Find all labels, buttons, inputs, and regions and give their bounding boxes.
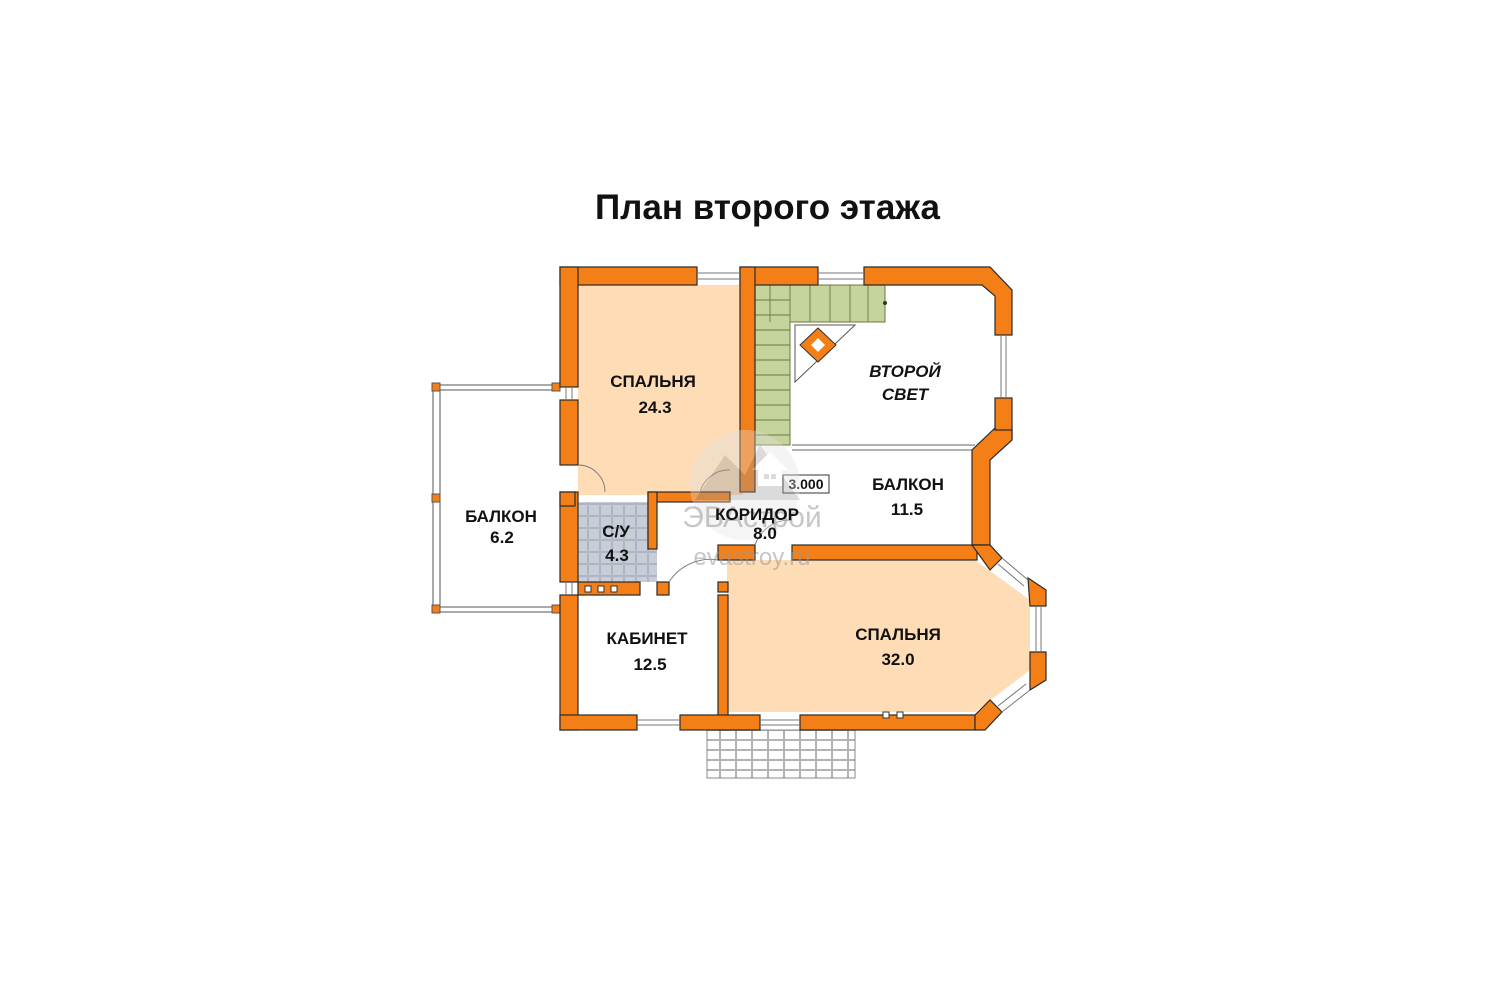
windows bbox=[565, 272, 1042, 726]
balcony-right-area: 11.5 bbox=[891, 500, 923, 519]
bath-fixtures bbox=[584, 585, 904, 719]
house-mountain-logo-icon bbox=[690, 430, 800, 540]
level-mark-box bbox=[782, 474, 830, 494]
stairs bbox=[754, 284, 887, 446]
left-balcony-railing bbox=[431, 382, 561, 614]
second-light-line1: ВТОРОЙ bbox=[869, 361, 941, 381]
porch bbox=[706, 729, 856, 779]
second-light-railing bbox=[792, 444, 975, 451]
balcony-right-name: БАЛКОН bbox=[872, 475, 944, 494]
bedroom2-area: 32.0 bbox=[881, 650, 914, 669]
corridor-name: КОРИДОР bbox=[715, 505, 799, 524]
door-swings bbox=[577, 464, 793, 583]
level-mark: 3.000 bbox=[788, 476, 823, 492]
balcony-left-area: 6.2 bbox=[490, 528, 514, 547]
bedroom1-floor bbox=[578, 285, 743, 495]
watermark-url: evastroy.ru bbox=[694, 544, 811, 571]
bathroom-name: С/У bbox=[602, 522, 630, 541]
bedroom1-name: СПАЛЬНЯ bbox=[610, 372, 696, 391]
second-light-line2: СВЕТ bbox=[882, 385, 930, 404]
watermark-brand: ЭВАстрой bbox=[682, 501, 821, 534]
walls bbox=[559, 266, 1047, 731]
page-title: План второго этажа bbox=[595, 188, 940, 227]
corridor-area: 8.0 bbox=[753, 524, 777, 543]
bedroom2-name: СПАЛЬНЯ bbox=[855, 625, 941, 644]
bathroom-floor bbox=[577, 502, 657, 582]
office-area: 12.5 bbox=[633, 655, 666, 674]
bedroom1-area: 24.3 bbox=[638, 398, 671, 417]
bathroom-area: 4.3 bbox=[605, 546, 629, 565]
office-name: КАБИНЕТ bbox=[606, 629, 688, 648]
balcony-left-name: БАЛКОН bbox=[465, 507, 537, 526]
bedroom2-floor bbox=[727, 560, 1030, 712]
